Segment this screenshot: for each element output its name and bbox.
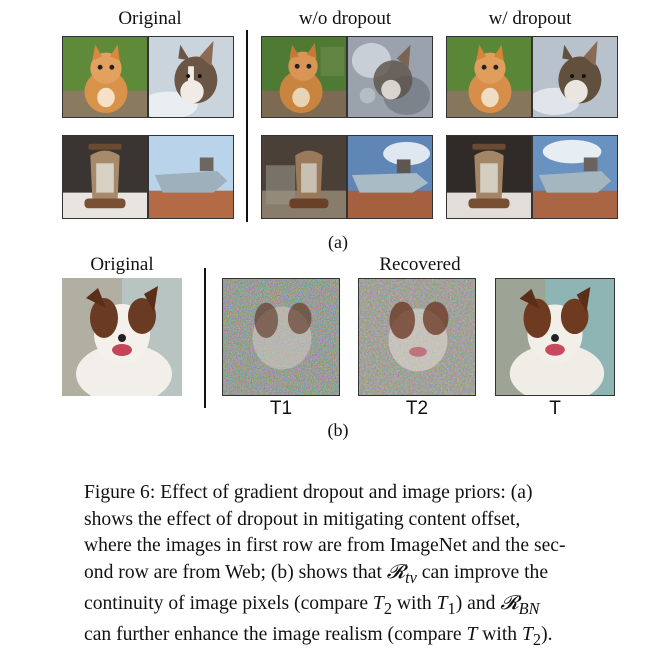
header-recovered: Recovered [379,254,461,275]
header-wo-dropout: w/o dropout [298,8,392,29]
lantern-w-dropout-image [446,135,532,219]
dog-recovered-t-image [495,278,615,396]
lantern-original-image [62,135,148,219]
kitten-w-dropout-image [446,36,532,118]
panel-b-label: (b) [327,420,349,440]
figure-caption: Figure 6: Effect of gradient dropout and… [84,480,644,654]
t-label: T [549,398,561,419]
divider-a [246,30,248,222]
dog-original-image [62,278,182,396]
caption-line-2: shows the effect of dropout in mitigatin… [84,508,521,530]
header-w-dropout: w/ dropout [488,8,572,29]
boat-w-dropout-image [532,135,618,219]
t1-label: T1 [269,398,293,419]
dog-recovered-t1-image [222,278,340,396]
dog-recovered-t2-image [358,278,476,396]
caption-line-6: can further enhance the image realism (c… [84,624,553,650]
caption-line-1: Figure 6: Effect of gradient dropout and… [84,482,533,503]
t2-label: T2 [405,398,429,419]
header-original-a: Original [118,8,182,29]
kitten-original-image [62,36,148,118]
corgi-w-dropout-image [532,36,618,118]
header-original-b: Original [90,254,154,275]
divider-b [204,268,206,408]
boat-wo-dropout-image [347,135,433,219]
corgi-original-image [148,36,234,118]
boat-original-image [148,135,234,219]
caption-line-4: ond row are from Web; (b) shows that 𝓡tv… [84,561,549,587]
kitten-wo-dropout-image [261,36,347,118]
caption-line-5: continuity of image pixels (compare T2 w… [84,592,540,618]
lantern-wo-dropout-image [261,135,347,219]
caption-line-3: where the images in first row are from I… [84,535,566,556]
corgi-wo-dropout-image [347,36,433,118]
panel-a-label: (a) [328,232,348,252]
